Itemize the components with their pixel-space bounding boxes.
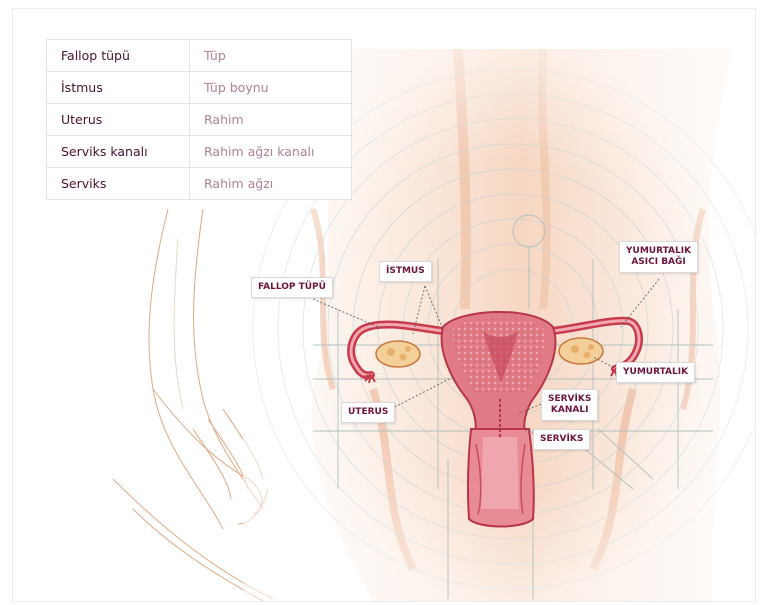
glossary-meaning: Tüp boynu (190, 72, 352, 104)
label-cervical-canal: SERVİKS KANALI (541, 389, 598, 421)
glossary-term: Fallop tüpü (47, 40, 190, 72)
glossary-row: Serviks kanalı Rahim ağzı kanalı (47, 136, 352, 168)
glossary-row: Uterus Rahim (47, 104, 352, 136)
label-cervix: SERVİKS (533, 429, 590, 450)
label-istmus: İSTMUS (379, 261, 432, 282)
glossary-row: Fallop tüpü Tüp (47, 40, 352, 72)
label-ovary-ligament-line2: ASICI BAĞI (626, 257, 691, 268)
glossary-term: Uterus (47, 104, 190, 136)
glossary-row: İstmus Tüp boynu (47, 72, 352, 104)
label-ovary-ligament-line1: YUMURTALIK (626, 246, 691, 257)
glossary-term: İstmus (47, 72, 190, 104)
label-ovary-ligament: YUMURTALIK ASICI BAĞI (619, 241, 698, 273)
label-fallop-tube: FALLOP TÜPÜ (251, 277, 333, 298)
label-ovary: YUMURTALIK (616, 362, 695, 383)
glossary-meaning: Rahim ağzı kanalı (190, 136, 352, 168)
label-cervical-canal-line2: KANALI (548, 405, 591, 416)
label-cervical-canal-line1: SERVİKS (548, 394, 591, 405)
glossary-table: Fallop tüpü Tüp İstmus Tüp boynu Uterus … (46, 39, 352, 200)
glossary-row: Serviks Rahim ağzı (47, 168, 352, 200)
label-uterus: UTERUS (341, 402, 395, 423)
glossary-term: Serviks kanalı (47, 136, 190, 168)
glossary-meaning: Tüp (190, 40, 352, 72)
illustration-frame: Fallop tüpü Tüp İstmus Tüp boynu Uterus … (12, 8, 756, 602)
glossary-term: Serviks (47, 168, 190, 200)
glossary-meaning: Rahim (190, 104, 352, 136)
glossary-meaning: Rahim ağzı (190, 168, 352, 200)
